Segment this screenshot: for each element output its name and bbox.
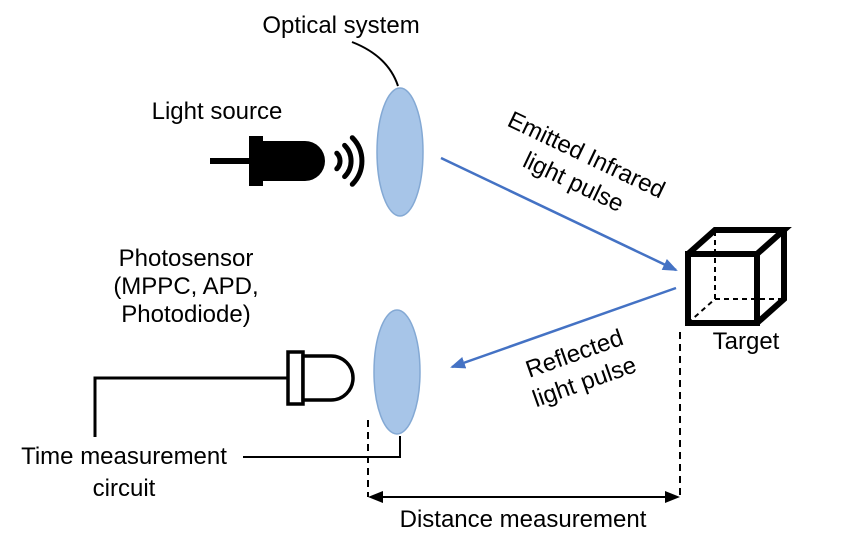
- light-source-label: Light source: [152, 98, 283, 125]
- led-emitter-icon: [210, 135, 365, 187]
- distance-arrowhead-right: [665, 491, 680, 503]
- cube-hidden-edges: [687, 230, 784, 324]
- time-measurement-label-line1: Time measurement: [21, 443, 227, 470]
- light-wave-arcs-icon: [334, 135, 365, 187]
- receiver-lens: [373, 309, 421, 435]
- emitted-pulse-label: Emitted Infrared light pulse: [503, 106, 669, 217]
- photodiode-lead-wire: [93, 376, 290, 437]
- time-circuit-connector-line: [243, 436, 401, 458]
- time-measurement-label-line2: circuit: [93, 475, 156, 502]
- photodiode-dome: [301, 354, 355, 402]
- target-label: Target: [713, 328, 780, 355]
- distance-arrowhead-left: [368, 491, 383, 503]
- distance-measurement-label: Distance measurement: [400, 506, 647, 533]
- photodiode-flange: [286, 350, 305, 406]
- photosensor-label-line3: Photodiode): [121, 301, 250, 328]
- wave-arc-small: [334, 150, 343, 172]
- photodiode-icon: [93, 350, 355, 437]
- emitted-light-arrow: [440, 156, 678, 272]
- led-flange: [249, 136, 263, 186]
- emitter-lens: [376, 87, 424, 217]
- photosensor-label: Photosensor (MPPC, APD, Photodiode): [113, 245, 258, 328]
- led-body: [263, 141, 325, 181]
- reflected-light-arrow: [450, 286, 677, 369]
- target-cube-icon: [685, 227, 792, 326]
- wave-arc-medium: [342, 142, 354, 180]
- distance-measurement-arrow: [368, 491, 680, 503]
- photosensor-label-line2: (MPPC, APD,: [113, 273, 258, 300]
- optical-system-label: Optical system: [262, 12, 419, 39]
- cube-front-face: [685, 251, 760, 326]
- time-measurement-label: Time measurement circuit: [21, 443, 227, 502]
- wave-arc-large: [349, 135, 365, 187]
- cube-top-face: [686, 227, 792, 257]
- optical-system-leader-line: [351, 41, 399, 87]
- cube-right-face: [755, 230, 787, 326]
- photosensor-label-line1: Photosensor: [119, 245, 254, 272]
